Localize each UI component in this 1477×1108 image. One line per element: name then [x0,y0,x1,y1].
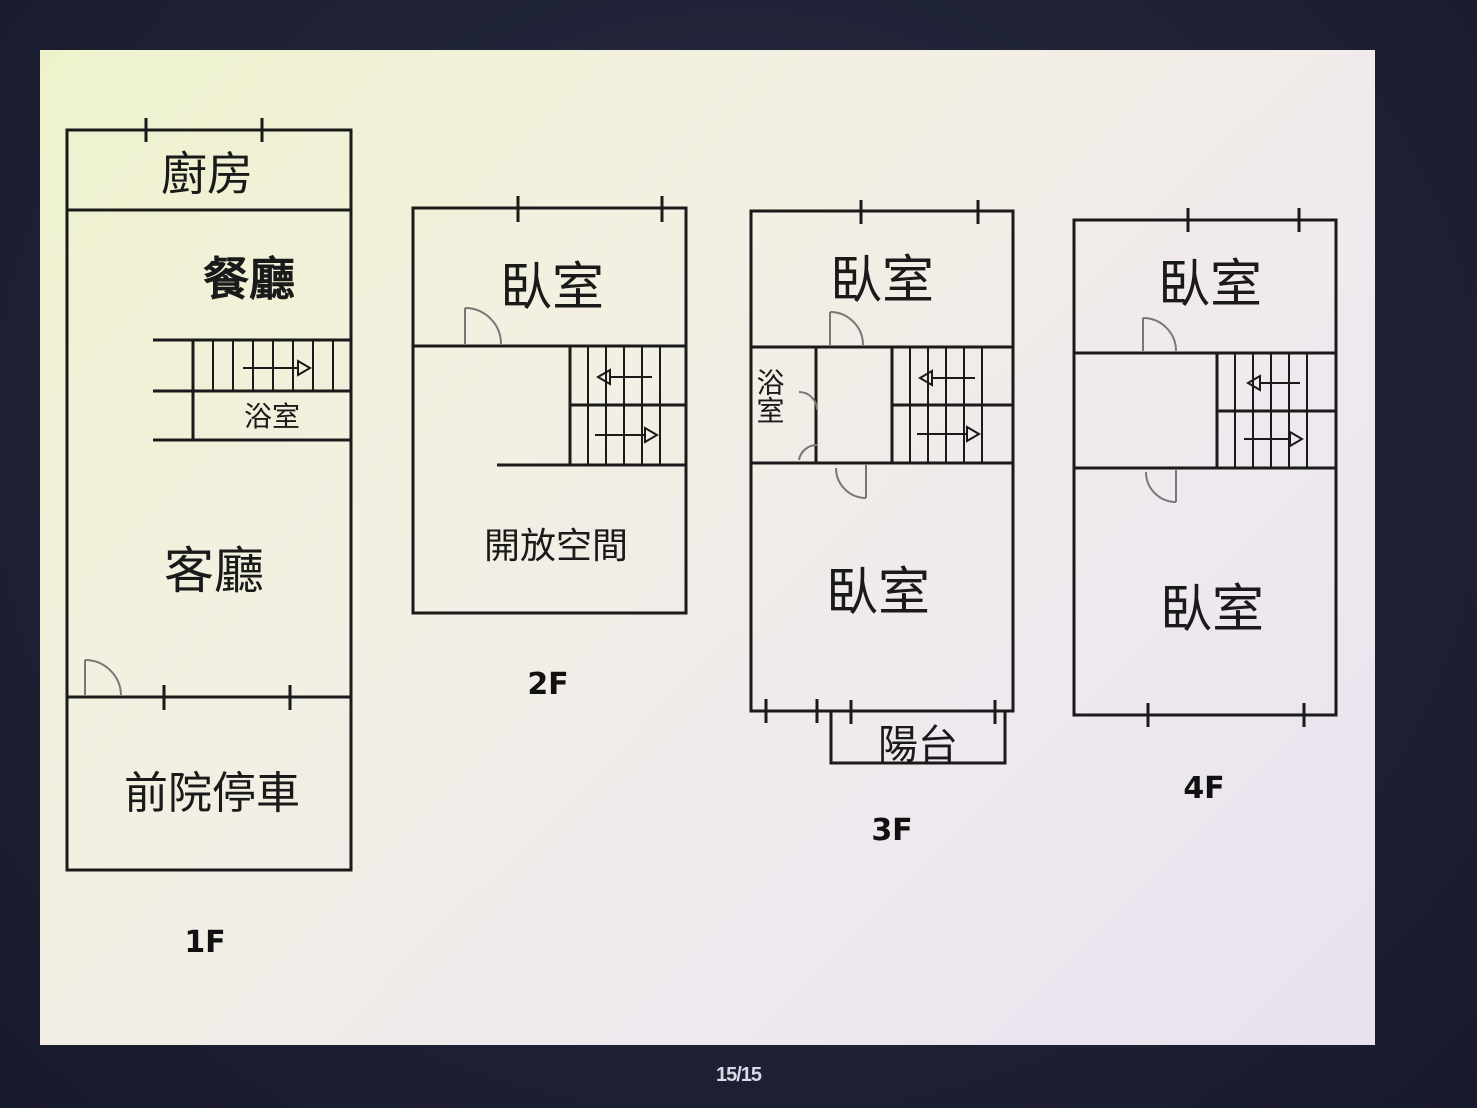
room-label-bathroom-3f: 浴室 [753,368,786,424]
floor-label-3f: 3F [871,813,912,848]
room-label-bathroom: 浴室 [244,400,300,433]
room-label-bedroom-3f-front: 臥室 [826,563,930,623]
room-label-bedroom-4f-front: 臥室 [1160,580,1264,640]
room-label-bedroom-2f: 臥室 [500,258,604,318]
floor-label-1f: 1F [184,925,225,960]
room-label-open-space: 開放空間 [484,526,628,567]
page-counter: 15/15 [715,1064,762,1086]
floor-2f-walls [411,196,688,615]
room-label-kitchen: 廚房 [161,147,253,201]
floor-3f-walls [749,200,1015,765]
room-label-bedroom-4f-back: 臥室 [1158,255,1262,315]
room-label-bedroom-3f-back: 臥室 [830,251,934,311]
room-label-balcony: 陽台 [878,722,958,768]
floor-label-4f: 4F [1183,771,1224,806]
room-label-dining: 餐廳 [203,252,295,306]
room-label-living: 客廳 [164,542,264,600]
floor-plan-drawing: 廚房 餐廳 浴室 客廳 前院停車 1F 臥室 開放空間 2F 臥室 浴室 臥室 … [65,118,1338,960]
floor-4f-walls [1072,208,1338,727]
floor-plan-slide: 廚房 餐廳 浴室 客廳 前院停車 1F 臥室 開放空間 2F 臥室 浴室 臥室 … [40,50,1375,1045]
floor-label-2f: 2F [527,667,568,702]
room-label-front-parking: 前院停車 [124,768,300,819]
floor-1f-walls [65,118,353,872]
